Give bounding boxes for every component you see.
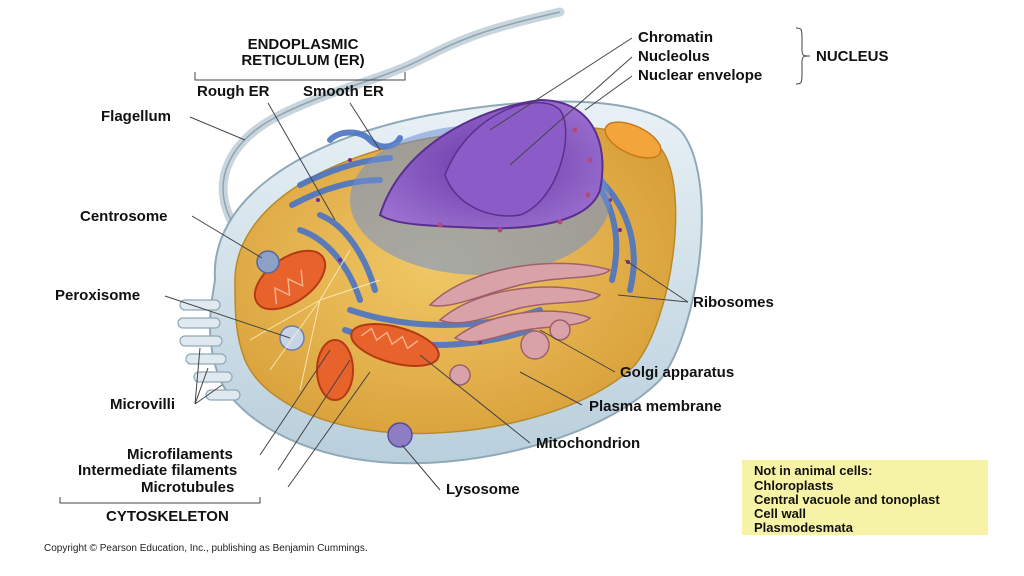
nucleolus-shape (444, 101, 567, 217)
label-microfilaments: Microfilaments (127, 446, 233, 463)
label-microvilli: Microvilli (110, 396, 176, 413)
mitochondria (253, 121, 662, 401)
label-microtubules: Microtubules (141, 479, 235, 496)
peroxisome-shape (279, 325, 305, 351)
microvilli (177, 299, 241, 401)
centrosome-shape (256, 250, 280, 274)
nuclear-pores (437, 127, 593, 233)
note-item: Plasmodesmata (754, 520, 853, 535)
label-ribosomes: Ribosomes (693, 294, 774, 311)
label-nucleus: NUCLEUS (816, 48, 889, 65)
label-nuclear-envelope: Nuclear envelope (638, 67, 763, 84)
label-mitochondrion: Mitochondrion (536, 435, 641, 452)
copyright-notice: Copyright © Pearson Education, Inc., pub… (44, 543, 368, 554)
label-golgi-apparatus: Golgi apparatus (620, 364, 735, 381)
label-intermediate-filaments: Intermediate filaments (78, 462, 238, 479)
label-rough-er: Rough ER (197, 83, 270, 100)
label-peroxisome: Peroxisome (55, 287, 141, 304)
label-smooth-er: Smooth ER (303, 83, 384, 100)
label-nucleolus: Nucleolus (638, 48, 710, 65)
label-plasma-membrane: Plasma membrane (589, 398, 722, 415)
label-centrosome: Centrosome (80, 208, 168, 225)
label-flagellum: Flagellum (101, 108, 172, 125)
note-title: Not in animal cells: (754, 463, 873, 478)
leader-lines (59, 27, 811, 504)
label-cytoskeleton: CYTOSKELETON (106, 508, 229, 525)
note-item: Cell wall (754, 506, 807, 521)
cytoskeleton-fibers (249, 249, 381, 391)
note-item: Central vacuole and tonoplast (754, 492, 940, 507)
label-chromatin: Chromatin (638, 29, 713, 46)
not-in-animal-cells-box: Not in animal cells: Chloroplasts Centra… (742, 460, 988, 535)
er-header-line1: ENDOPLASMIC (247, 36, 359, 53)
golgi-apparatus-shape (428, 262, 612, 386)
lysosome-shape (387, 422, 413, 448)
note-item: Chloroplasts (754, 478, 834, 493)
label-lysosome: Lysosome (446, 481, 520, 498)
er-header-line2: RETICULUM (ER) (241, 52, 365, 69)
